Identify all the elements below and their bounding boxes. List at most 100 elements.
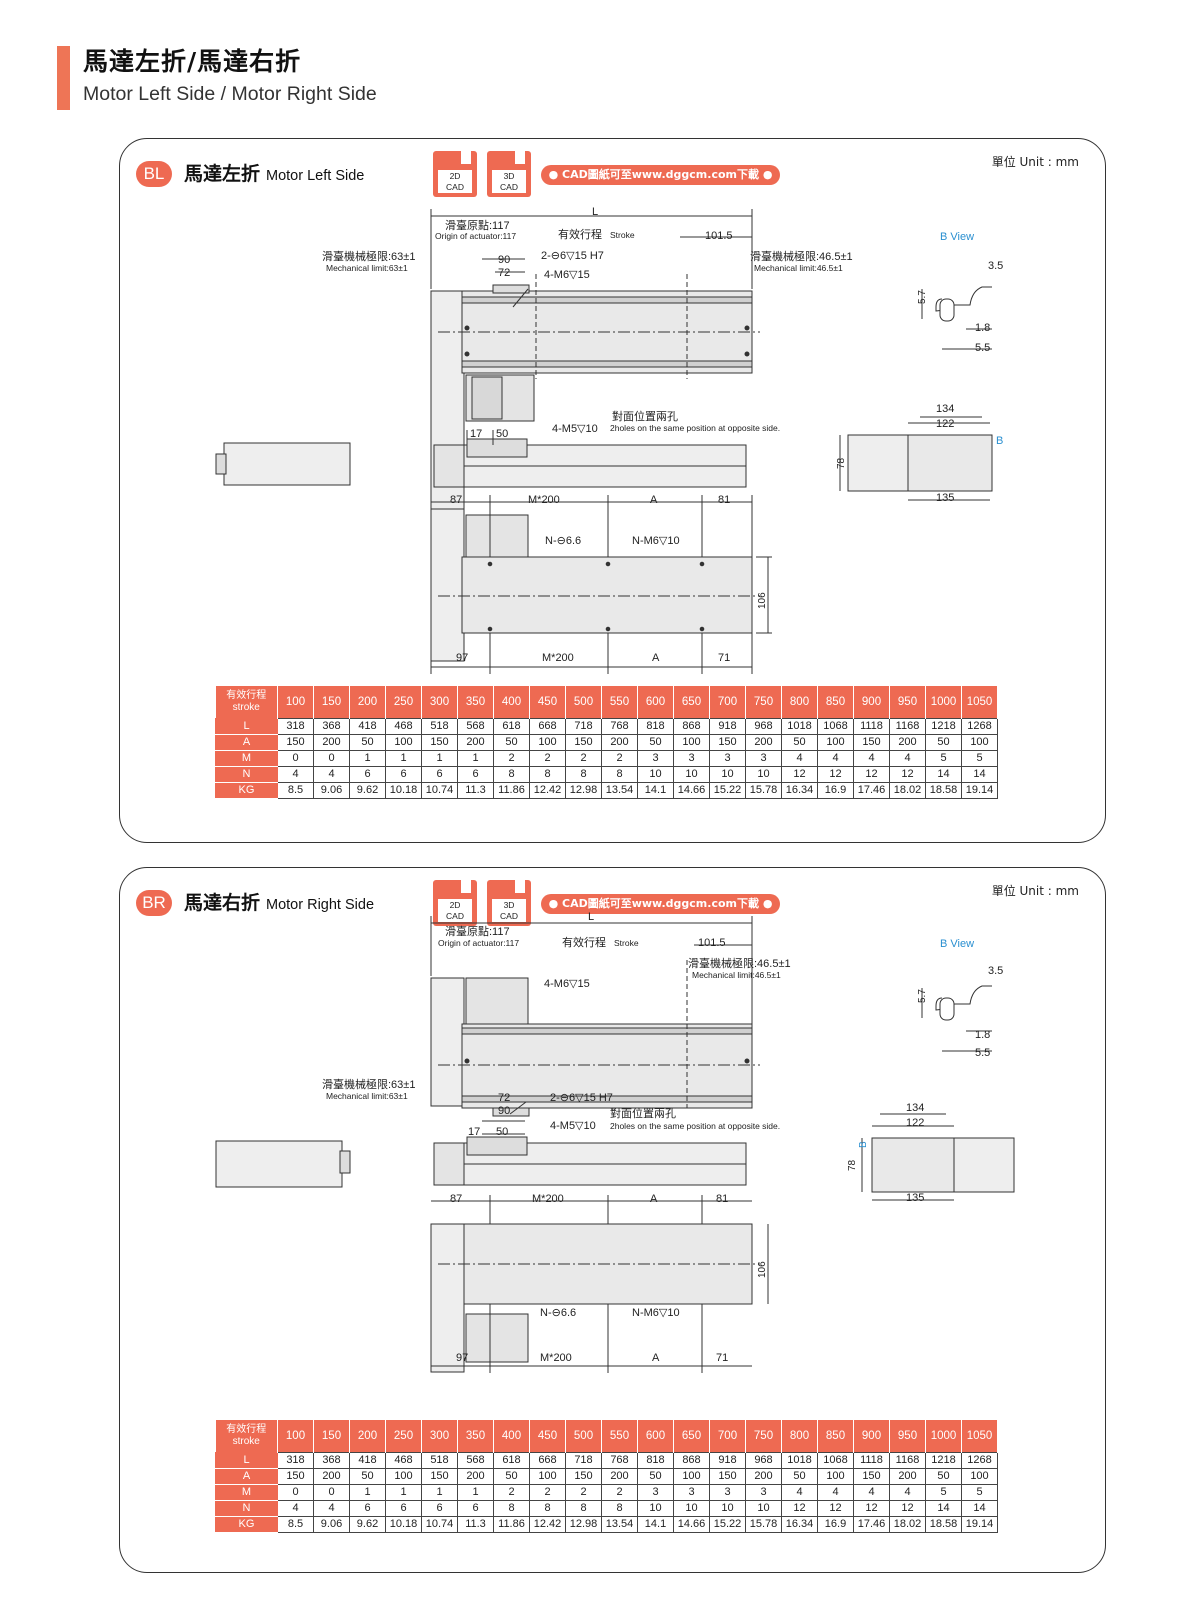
table-cell: 1218: [925, 717, 962, 735]
row-label: N: [215, 765, 278, 783]
svg-text:B: B: [996, 435, 1003, 447]
table-cell: 8: [601, 1499, 638, 1517]
stroke-header: 700: [709, 1420, 746, 1452]
table-cell: 6: [385, 1499, 422, 1517]
svg-text:Origin of actuator:117: Origin of actuator:117: [438, 938, 519, 948]
table-cell: 15.22: [709, 781, 746, 799]
stroke-header: 1050: [961, 686, 998, 718]
table-cell: 8: [493, 1499, 530, 1517]
table-cell: 14: [961, 1499, 998, 1517]
stroke-header: 500: [565, 1420, 602, 1452]
row-label: N: [215, 1499, 278, 1517]
table-cell: 10: [709, 765, 746, 783]
svg-text:106: 106: [757, 1261, 768, 1278]
table-cell: 1018: [781, 1451, 818, 1469]
table-cell: 3: [745, 749, 782, 767]
table-cell: 150: [709, 1467, 746, 1485]
svg-text:71: 71: [716, 1352, 728, 1364]
stroke-header: 250: [385, 686, 422, 718]
table-cell: 100: [961, 733, 998, 751]
stroke-header: 250: [385, 1420, 422, 1452]
page-title: 馬達左折/馬達右折: [83, 47, 302, 76]
table-cell: 4: [277, 765, 314, 783]
svg-text:97: 97: [456, 1352, 468, 1364]
svg-text:B View: B View: [940, 938, 974, 950]
table-cell: 50: [637, 1467, 674, 1485]
table-cell: 12: [889, 765, 926, 783]
table-cell: 13.54: [601, 1515, 638, 1533]
cad-download-link[interactable]: ● CAD圖紙可至www.dggcm.com下載 ●: [541, 894, 780, 914]
panel-badge: BL: [136, 161, 172, 187]
table-cell: 1118: [853, 1451, 890, 1469]
table-cell: 15.78: [745, 1515, 782, 1533]
table-cell: 568: [457, 717, 494, 735]
table-cell: 10: [745, 765, 782, 783]
table-cell: 18.02: [889, 1515, 926, 1533]
row-label: KG: [215, 781, 278, 799]
table-cell: 3: [709, 749, 746, 767]
table-cell: 4: [853, 749, 890, 767]
svg-text:5.7: 5.7: [917, 989, 928, 1003]
table-cell: 50: [493, 1467, 530, 1485]
table-cell: 14: [925, 1499, 962, 1517]
table-cell: 1: [385, 1483, 422, 1501]
table-cell: 2: [601, 749, 638, 767]
row-label: L: [215, 717, 278, 735]
svg-text:5.7: 5.7: [917, 290, 928, 304]
svg-text:有效行程: 有效行程: [558, 227, 602, 241]
stroke-header: 200: [349, 1420, 386, 1452]
table-cell: 3: [709, 1483, 746, 1501]
table-cell: 100: [817, 1467, 854, 1485]
stroke-header: 100: [277, 686, 314, 718]
table-cell: 6: [349, 1499, 386, 1517]
table-cell: 1218: [925, 1451, 962, 1469]
table-cell: 6: [421, 765, 458, 783]
svg-text:4-M5▽10: 4-M5▽10: [550, 1120, 596, 1132]
svg-text:Mechanical limit:63±1: Mechanical limit:63±1: [326, 263, 408, 273]
svg-text:滑臺機械極限:46.5±1: 滑臺機械極限:46.5±1: [688, 956, 791, 970]
table-cell: 2: [601, 1483, 638, 1501]
table-cell: 12: [853, 765, 890, 783]
row-label: KG: [215, 1515, 278, 1533]
table-cell: 3: [637, 1483, 674, 1501]
table-cell: 1168: [889, 1451, 926, 1469]
table-cell: 200: [313, 733, 350, 751]
table-cell: 1168: [889, 717, 926, 735]
svg-text:122: 122: [906, 1117, 924, 1129]
svg-text:N-M6▽10: N-M6▽10: [632, 1307, 680, 1319]
svg-text:90: 90: [498, 1105, 510, 1117]
table-cell: 9.06: [313, 1515, 350, 1533]
stroke-header: 500: [565, 686, 602, 718]
table-cell: 1068: [817, 1451, 854, 1469]
table-cell: 12: [817, 1499, 854, 1517]
svg-text:97: 97: [456, 652, 468, 664]
panel-title-cn: 馬達左折: [184, 163, 261, 185]
table-cell: 16.9: [817, 781, 854, 799]
table-cell: 50: [925, 1467, 962, 1485]
cad-download-link[interactable]: ● CAD圖紙可至www.dggcm.com下載 ●: [541, 165, 780, 185]
table-cell: 10.74: [421, 781, 458, 799]
table-cell: 8: [565, 765, 602, 783]
table-cell: 8: [529, 1499, 566, 1517]
stroke-header: 1050: [961, 1420, 998, 1452]
table-cell: 100: [529, 733, 566, 751]
table-cell: 18.58: [925, 1515, 962, 1533]
svg-text:M*200: M*200: [540, 1352, 572, 1364]
svg-text:滑臺機械極限:63±1: 滑臺機械極限:63±1: [322, 1077, 415, 1091]
stroke-header: 550: [601, 1420, 638, 1452]
row-label: L: [215, 1451, 278, 1469]
table-cell: 768: [601, 717, 638, 735]
stroke-header: 850: [817, 686, 854, 718]
svg-text:Stroke: Stroke: [610, 230, 635, 240]
table-cell: 3: [745, 1483, 782, 1501]
panel-badge: BR: [136, 890, 172, 916]
table-cell: 200: [601, 733, 638, 751]
page-header: 馬達左折/馬達右折 Motor Left Side / Motor Right …: [57, 46, 377, 110]
